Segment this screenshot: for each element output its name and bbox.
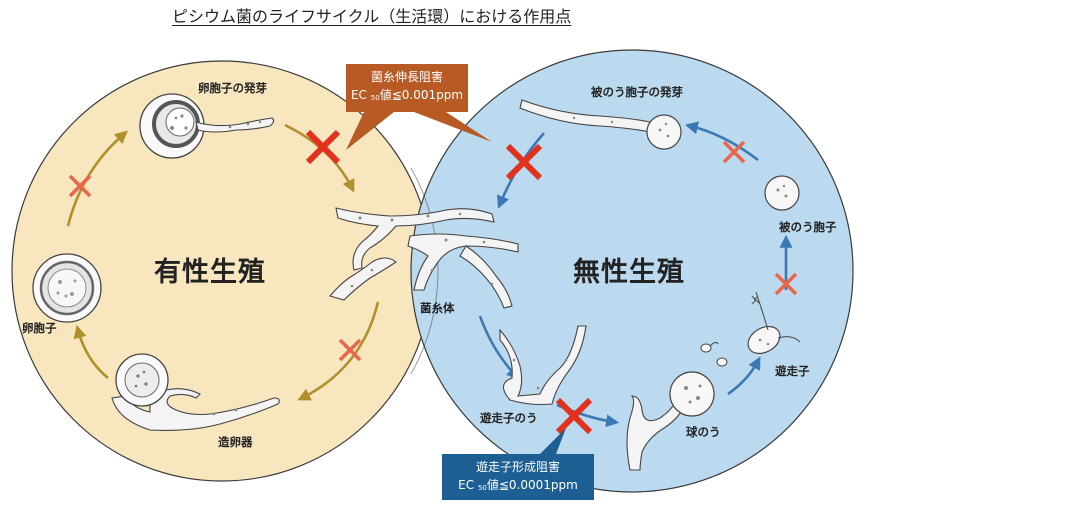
minor-cross-marks	[68, 140, 798, 362]
zoospore-callout-title: 遊走子形成阻害	[475, 460, 560, 474]
zoospore-callout-bg	[442, 428, 594, 500]
page-title: ピシウム菌のライフサイクル（生活環）における作用点	[172, 7, 572, 26]
gametangia-label: 造卵器	[218, 435, 253, 449]
zoospore-callout-ec: EC 50値≦0.0001ppm	[458, 478, 578, 492]
mycelium-label: 菌糸体	[420, 301, 455, 315]
inhibition-cross-zoospore-formation	[555, 397, 593, 435]
sexual-reproduction-label: 有性生殖	[154, 257, 266, 288]
asexual-reproduction-label: 無性生殖	[573, 257, 685, 288]
hyphal-callout-bg	[346, 64, 492, 150]
hyphal-callout-ec: EC 50値≦0.001ppm	[350, 88, 464, 102]
encysted-zoospore-illustration	[764, 175, 800, 211]
hyphal-inhibition-callout: 菌糸伸長阻害 EC 50値≦0.001ppm	[346, 68, 468, 107]
oospore-germination-illustration	[139, 93, 275, 159]
vesicle-label: 球のう	[686, 425, 721, 439]
zoospore-inhibition-callout: 遊走子形成阻害 EC 50値≦0.0001ppm	[442, 458, 594, 497]
mycelium-illustration	[329, 207, 519, 309]
inhibition-cross-germination	[505, 143, 543, 181]
encysted-germination-label: 被のう胞子の発芽	[591, 85, 683, 99]
zoosporangium-label: 遊走子のう	[480, 411, 538, 425]
encysted-zoospore-label: 被のう胞子	[779, 220, 837, 234]
zoospore-label: 遊走子	[775, 364, 810, 378]
oospore-label: 卵胞子	[22, 321, 57, 335]
vesicle-illustration	[626, 341, 728, 471]
zoospore-illustration	[747, 291, 801, 355]
zoosporangium-illustration	[499, 325, 587, 406]
oospore-illustration	[32, 253, 102, 323]
inhibition-cross-hyphal	[305, 129, 341, 165]
encysted-germination-illustration	[519, 99, 682, 150]
hyphal-callout-title: 菌糸伸長阻害	[370, 70, 443, 84]
gametangia-illustration	[111, 353, 280, 431]
oospore-germination-label: 卵胞子の発芽	[198, 81, 267, 95]
